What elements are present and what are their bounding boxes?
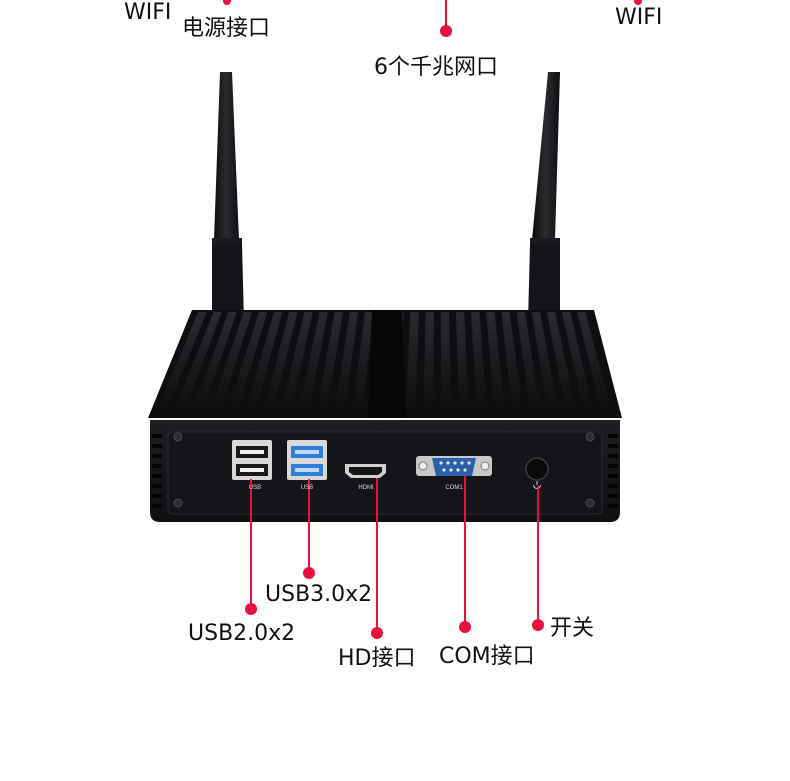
heatsink-fin bbox=[262, 312, 298, 416]
heatsink-fin bbox=[333, 312, 359, 416]
chassis bbox=[148, 310, 622, 522]
antenna-left bbox=[212, 72, 244, 322]
heatsink-fin bbox=[190, 312, 237, 416]
usb2-ports bbox=[232, 440, 272, 480]
heatsink-fin bbox=[208, 312, 253, 416]
heatsink-fin bbox=[561, 312, 595, 416]
usb2-silk-label: USB bbox=[248, 485, 262, 491]
heatsink-fin bbox=[280, 312, 313, 416]
heatsink-fin bbox=[440, 312, 452, 416]
antenna-right bbox=[528, 72, 560, 322]
com-callout: COM接口 bbox=[439, 644, 535, 669]
power-port-label: 电源接口 bbox=[182, 16, 271, 41]
heatsink-fin bbox=[531, 312, 559, 416]
heatsink-fin bbox=[423, 312, 434, 416]
wifi-left-label: WIFI bbox=[124, 0, 172, 25]
heatsink-fin bbox=[298, 312, 328, 416]
power-switch-callout: 开关 bbox=[550, 616, 595, 641]
heatsink-fin bbox=[226, 312, 268, 416]
wifi-right-label: WIFI bbox=[615, 5, 663, 30]
usb20-callout: USB2.0x2 bbox=[188, 621, 296, 646]
power-button bbox=[525, 457, 549, 489]
usb3-silk-label: USB bbox=[300, 485, 314, 491]
heatsink-fin bbox=[516, 312, 541, 416]
hdmi-silk-label: HDMI bbox=[358, 485, 374, 491]
heatsink-fin bbox=[405, 312, 419, 416]
heatsink-fin bbox=[471, 312, 488, 416]
heatsink-fin bbox=[351, 312, 374, 416]
heatsink-fin bbox=[172, 312, 222, 416]
usb30-callout: USB3.0x2 bbox=[265, 582, 373, 607]
lan-ports-label: 6个千兆网口 bbox=[374, 55, 498, 80]
heatsink-fin bbox=[486, 312, 506, 416]
com1-silk-label: COM1 bbox=[445, 485, 463, 491]
heatsink-fin bbox=[577, 312, 613, 416]
usb3-ports bbox=[287, 440, 327, 480]
hdmi-port bbox=[345, 464, 386, 478]
hd-callout: HD接口 bbox=[338, 646, 416, 671]
callout-dots bbox=[245, 567, 544, 639]
heatsink-fin bbox=[315, 312, 343, 416]
heatsink-fin bbox=[501, 312, 524, 416]
heatsink-fin bbox=[154, 312, 207, 416]
com-port bbox=[416, 456, 492, 476]
heatsink-fin bbox=[455, 312, 470, 416]
bottom-callout-lines bbox=[250, 476, 539, 632]
heatsink-fin bbox=[244, 312, 283, 416]
top-callout-lines bbox=[223, 0, 642, 37]
heatsink-fin bbox=[546, 312, 577, 416]
